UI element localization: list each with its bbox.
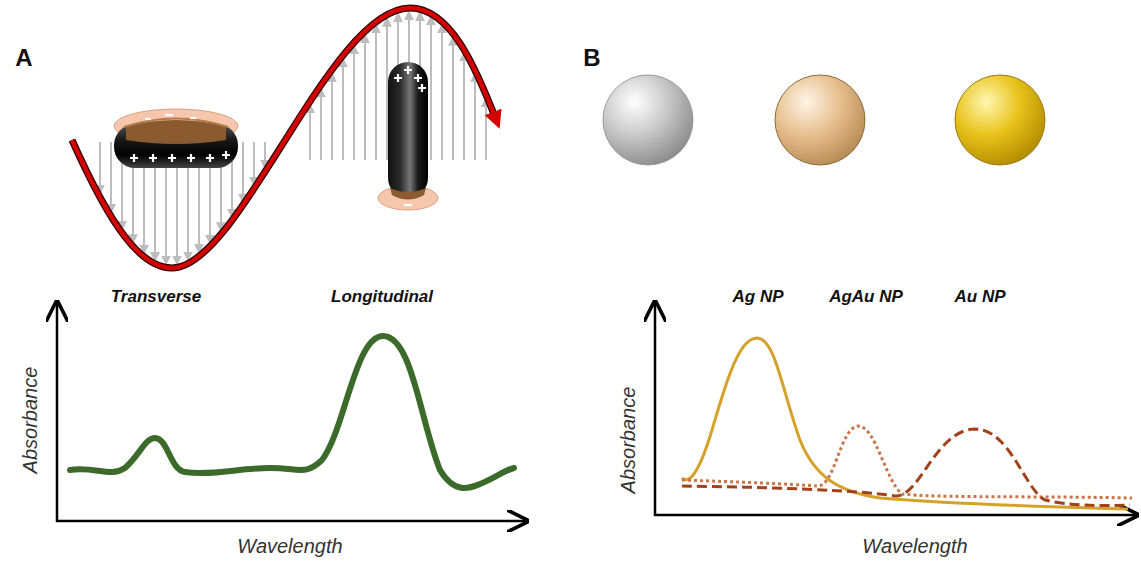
field-arrow xyxy=(264,142,266,168)
peak-label: Longitudinal xyxy=(331,288,433,305)
field-arrow xyxy=(309,105,311,160)
field-arrow xyxy=(452,38,454,160)
panel-letter: B xyxy=(583,46,600,70)
field-arrow xyxy=(441,25,443,160)
sphere-au xyxy=(955,75,1045,165)
field-arrow xyxy=(463,53,465,160)
field-arrow xyxy=(430,17,432,160)
field-arrow xyxy=(99,142,101,193)
field-arrow xyxy=(386,19,388,160)
field-arrow xyxy=(242,142,244,202)
field-arrow xyxy=(320,89,322,160)
sphere-agau xyxy=(775,75,865,165)
axes-a xyxy=(56,302,527,522)
axis-label: Wavelength xyxy=(862,536,967,556)
panel-letter: A xyxy=(15,46,32,70)
charge-signs xyxy=(394,66,426,205)
field-arrow xyxy=(474,74,476,160)
axis-label: Wavelength xyxy=(237,536,342,556)
field-arrow xyxy=(364,35,366,160)
sphere-ag xyxy=(603,75,693,165)
field-arrow xyxy=(485,99,487,160)
field-arrow xyxy=(110,142,112,212)
light-wave xyxy=(72,8,497,268)
curve-label: Ag NP xyxy=(733,288,784,305)
field-arrow xyxy=(375,25,377,160)
field-arrows xyxy=(100,12,486,264)
axis-label: Absorbance xyxy=(20,367,40,474)
field-arrow xyxy=(353,46,355,160)
curve-label: Au NP xyxy=(955,288,1006,305)
spectrum-rod xyxy=(70,336,514,488)
charge-signs xyxy=(130,115,230,162)
axes-b xyxy=(654,302,1137,516)
peak-label: Transverse xyxy=(111,288,201,305)
field-arrow xyxy=(253,142,255,185)
axis-label: Absorbance xyxy=(618,387,638,494)
field-arrow xyxy=(331,74,333,160)
field-arrow xyxy=(342,59,344,160)
nanorod-longitudinal xyxy=(378,62,438,210)
nanorod-transverse xyxy=(114,109,238,168)
light-wave-outline xyxy=(72,8,497,268)
curve-label: AgAu NP xyxy=(829,288,903,305)
spectrum-au xyxy=(682,429,1130,505)
